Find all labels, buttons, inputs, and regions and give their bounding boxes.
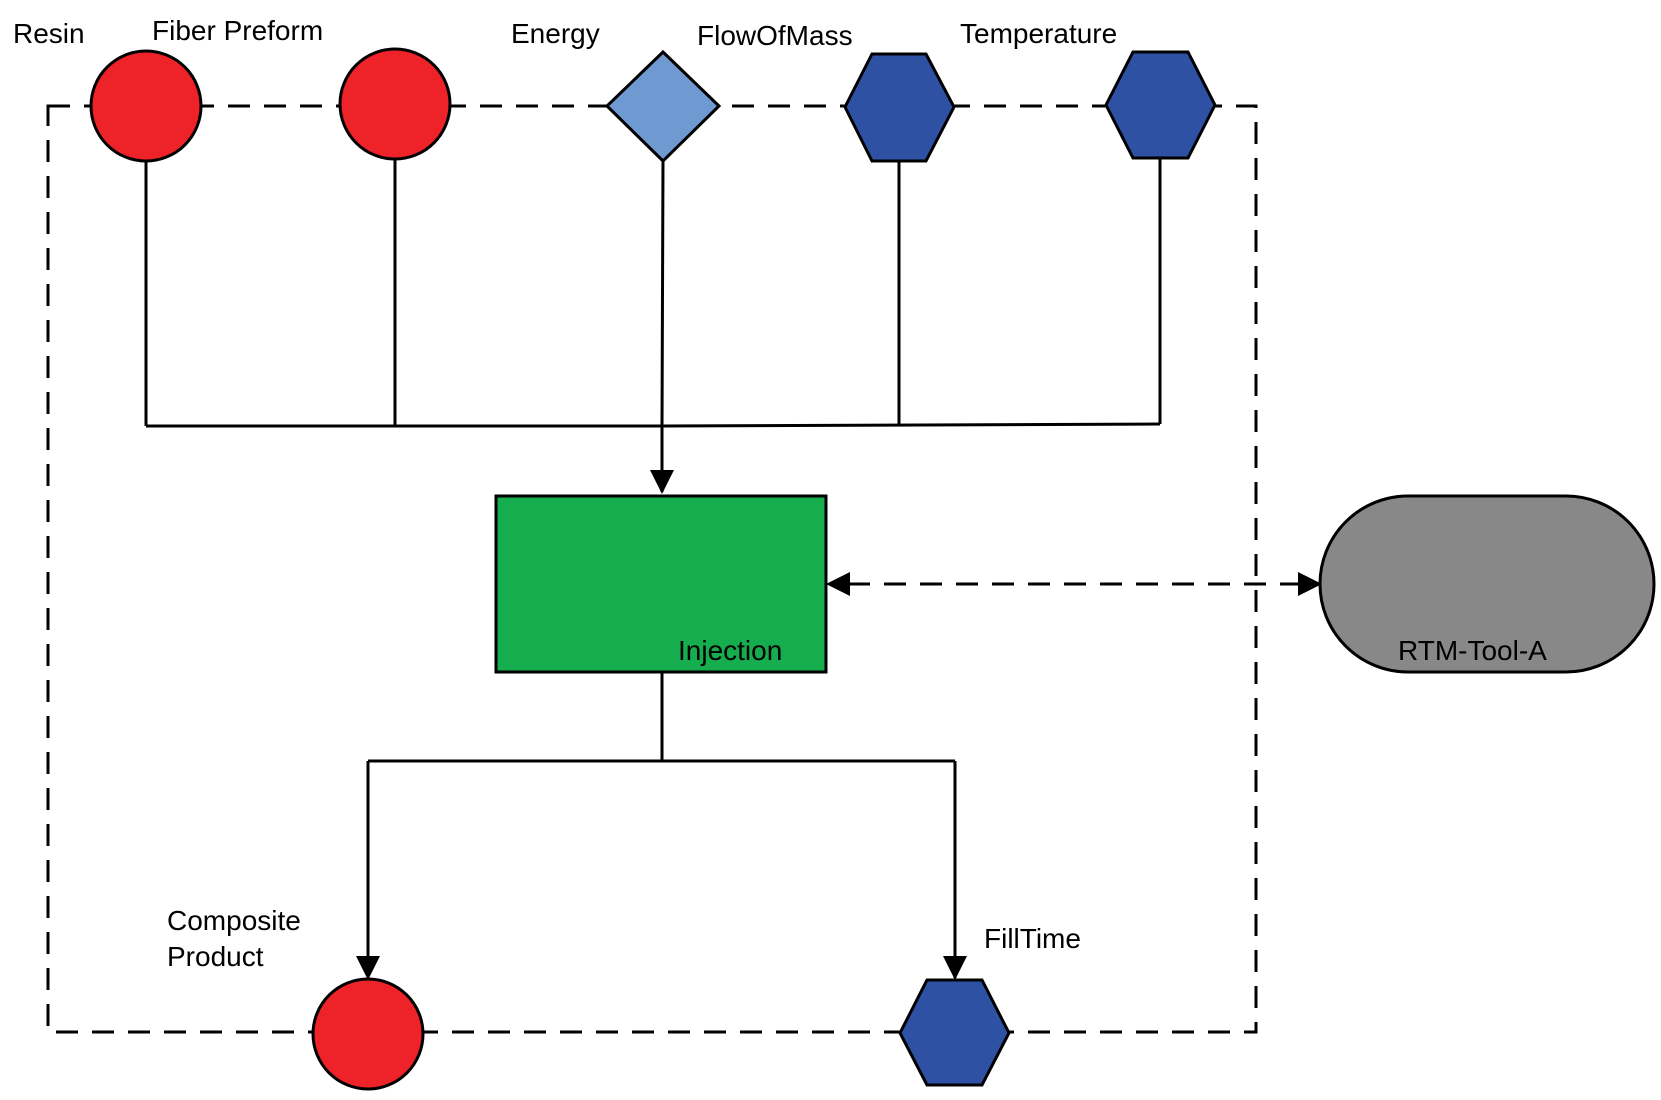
fill-time-label: FillTime [984, 923, 1081, 954]
composite-product-label-line2: Product [167, 941, 264, 972]
temperature-label: Temperature [960, 18, 1117, 49]
flow-of-mass-node[interactable] [843, 52, 956, 163]
injection-process[interactable] [494, 494, 828, 674]
energy-label: Energy [511, 18, 600, 49]
resin-node[interactable] [89, 49, 203, 163]
resin-label: Resin [13, 18, 85, 49]
composite-product-node[interactable] [311, 977, 425, 1091]
temperature-node[interactable] [1104, 50, 1217, 160]
flow-of-mass-label: FlowOfMass [697, 20, 853, 51]
output-connectors [368, 672, 955, 763]
fiber-preform-node[interactable] [338, 47, 452, 161]
rtm-tool-label: RTM-Tool-A [1398, 635, 1547, 666]
resource-link-arrowhead-left [826, 572, 850, 596]
resource-link-arrowhead-right [1298, 572, 1322, 596]
injection-label: Injection [678, 635, 782, 666]
rtm-tool-resource[interactable] [1318, 494, 1656, 674]
fiber-preform-label: Fiber Preform [152, 15, 323, 46]
input-connectors [144, 158, 1162, 428]
fill-time-node[interactable] [898, 978, 1011, 1087]
composite-product-label-line1: Composite [167, 905, 301, 936]
energy-node[interactable] [604, 49, 722, 164]
